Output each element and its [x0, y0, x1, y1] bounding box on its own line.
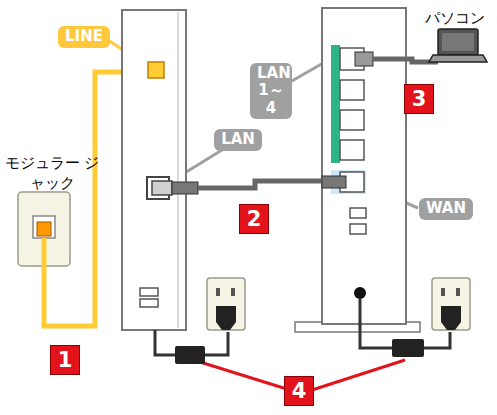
- port-tag: LAN: [214, 129, 262, 150]
- node-text: 4: [292, 377, 307, 405]
- lan-cable: [198, 181, 322, 188]
- callout-number: 1: [50, 345, 81, 375]
- laptop: [429, 29, 487, 62]
- node-text: WAN: [426, 200, 466, 217]
- label-text: パソコン: [425, 8, 485, 28]
- modem: [122, 10, 198, 330]
- node-text: 2: [247, 205, 262, 233]
- port-tag: LAN 1～4: [250, 63, 292, 119]
- callout-number: 3: [404, 84, 435, 114]
- node-text: LAN 1～4: [257, 65, 285, 117]
- label-text: モジュラー ジャック: [2, 153, 102, 194]
- lan-cable: [373, 59, 438, 62]
- callout-number: 4: [284, 376, 315, 406]
- port-tag: WAN: [419, 198, 473, 219]
- device-label: パソコン: [425, 8, 485, 28]
- ac-adapter: [392, 339, 424, 357]
- leader-line: [312, 360, 405, 390]
- device-label: モジュラー ジャック: [2, 153, 102, 194]
- callout-number: 2: [239, 204, 270, 234]
- leader-line: [200, 362, 290, 390]
- node-text: 3: [412, 85, 427, 113]
- node-text: LAN: [221, 131, 255, 148]
- power-outlet: [207, 278, 245, 330]
- node-text: 1: [58, 346, 73, 374]
- ac-adapter: [175, 346, 205, 364]
- power-outlet: [432, 278, 470, 330]
- port-tag: LINE: [58, 26, 110, 47]
- node-text: LINE: [65, 28, 103, 45]
